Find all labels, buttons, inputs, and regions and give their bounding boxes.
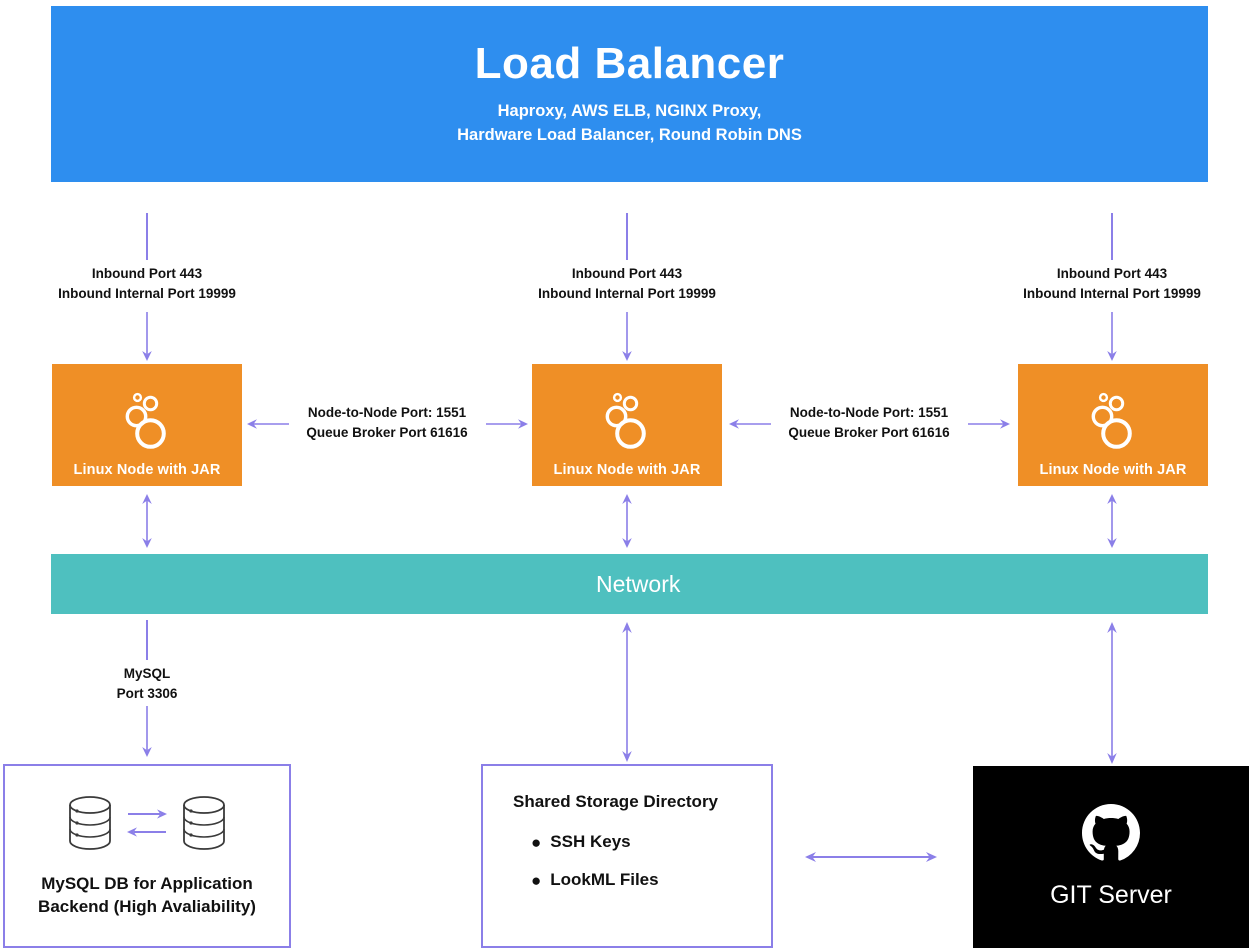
load-balancer-subtitle-line2: Hardware Load Balancer, Round Robin DNS (457, 126, 802, 145)
storage-item-ssh-keys-label: SSH Keys (550, 832, 631, 851)
node-2-network-arrow (622, 494, 632, 548)
network-git-arrow (1107, 622, 1117, 764)
linux-node-2[interactable]: Linux Node with JAR (532, 364, 722, 486)
git-server-box[interactable]: GIT Server (973, 766, 1249, 948)
mysql-db-caption: MySQL DB for Application Backend (High A… (38, 873, 256, 919)
load-balancer-title: Load Balancer (474, 38, 785, 88)
linux-node-3[interactable]: Linux Node with JAR (1018, 364, 1208, 486)
storage-git-arrow (805, 852, 937, 862)
load-balancer-banner: Load Balancer Haproxy, AWS ELB, NGINX Pr… (51, 6, 1208, 182)
looker-bubbles-icon (119, 389, 175, 456)
network-label: Network (596, 570, 681, 597)
node-to-node-label-1: Node-to-Node Port: 1551 Queue Broker Por… (306, 405, 468, 440)
db-replication-arrows (126, 801, 168, 850)
linux-node-3-label: Linux Node with JAR (1039, 462, 1187, 478)
storage-item-ssh-keys: ● SSH Keys (531, 832, 771, 852)
lb-node-2-stem-upper (626, 213, 628, 260)
network-storage-arrow (622, 622, 632, 762)
bullet-icon: ● (531, 870, 542, 890)
mysql-db-caption-line2: Backend (High Avaliability) (38, 896, 256, 916)
linux-node-1[interactable]: Linux Node with JAR (52, 364, 242, 486)
github-octocat-icon (1082, 804, 1140, 867)
lb-node-1-arrow-down (142, 312, 152, 361)
network-bar: Network (51, 554, 1208, 614)
load-balancer-subtitle-line1: Haproxy, AWS ELB, NGINX Proxy, (497, 102, 762, 121)
lb-node-1-stem-upper (146, 213, 148, 260)
database-cylinder-icon-primary (66, 794, 114, 857)
database-cylinder-icon-replica (180, 794, 228, 857)
db-replication-graphic (66, 794, 228, 857)
network-db-arrow-down (142, 706, 152, 757)
linux-node-2-label: Linux Node with JAR (553, 462, 701, 478)
node-to-node-arrow-left-1 (247, 419, 289, 429)
inbound-edge-label-3: Inbound Port 443 Inbound Internal Port 1… (1023, 266, 1201, 301)
shared-storage-box: Shared Storage Directory ● SSH Keys ● Lo… (481, 764, 773, 948)
inbound-edge-label-1: Inbound Port 443 Inbound Internal Port 1… (58, 266, 236, 301)
node-to-node-arrow-right-2 (968, 419, 1010, 429)
linux-node-1-label: Linux Node with JAR (73, 462, 221, 478)
storage-item-lookml-files-label: LookML Files (550, 870, 659, 889)
node-to-node-label-2: Node-to-Node Port: 1551 Queue Broker Por… (788, 405, 950, 440)
lb-node-3-stem-upper (1111, 213, 1113, 260)
lb-node-3-arrow-down (1107, 312, 1117, 361)
looker-bubbles-icon (599, 389, 655, 456)
lb-node-2-arrow-down (622, 312, 632, 361)
inbound-edge-label-2: Inbound Port 443 Inbound Internal Port 1… (538, 266, 716, 301)
looker-bubbles-icon (1085, 389, 1141, 456)
mysql-edge-label: MySQL Port 3306 (116, 666, 178, 701)
network-db-stem-upper (146, 620, 148, 660)
git-server-label: GIT Server (1050, 881, 1172, 909)
node-to-node-arrow-left-2 (729, 419, 771, 429)
node-to-node-arrow-right-1 (486, 419, 528, 429)
mysql-db-caption-line1: MySQL DB for Application (41, 873, 253, 893)
node-1-network-arrow (142, 494, 152, 548)
node-3-network-arrow (1107, 494, 1117, 548)
shared-storage-title: Shared Storage Directory (513, 792, 719, 811)
storage-item-lookml-files: ● LookML Files (531, 870, 771, 890)
bullet-icon: ● (531, 832, 542, 852)
mysql-db-box: MySQL DB for Application Backend (High A… (3, 764, 291, 948)
